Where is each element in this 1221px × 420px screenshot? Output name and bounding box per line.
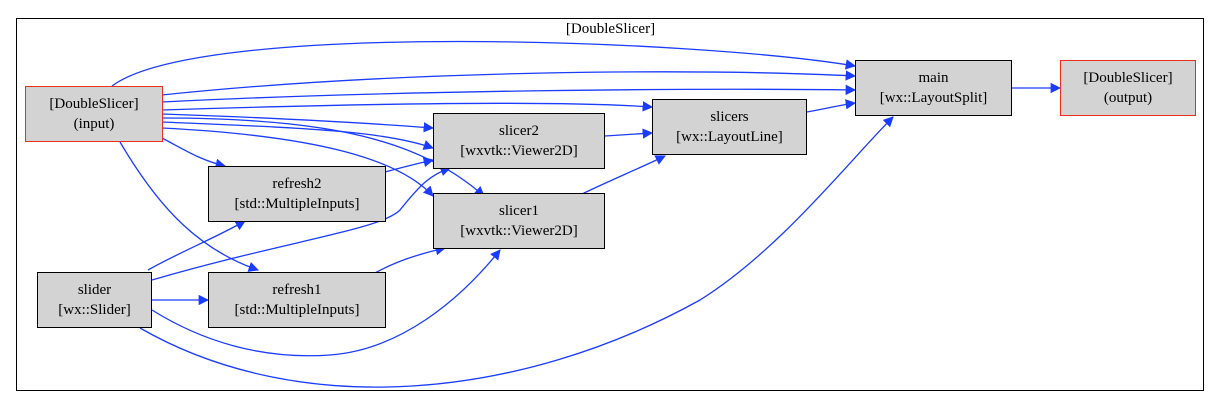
edge-input-refresh1 bbox=[119, 141, 259, 272]
edge-input-slicers bbox=[161, 101, 654, 112]
edge-slider-slicer1 bbox=[151, 249, 501, 357]
edge-slider-main bbox=[139, 116, 894, 388]
node-slicers-type: [wx::LayoutLine] bbox=[676, 129, 783, 145]
node-input-name: [DoubleSlicer] bbox=[49, 96, 139, 112]
node-output-type: (output) bbox=[1103, 90, 1153, 106]
node-slicer1-type: [wxvtk::Viewer2D] bbox=[460, 223, 578, 239]
node-input[interactable]: [DoubleSlicer] (input) bbox=[25, 86, 163, 142]
node-main-type: [wx::LayoutSplit] bbox=[879, 90, 988, 106]
node-slicer2-type: [wxvtk::Viewer2D] bbox=[460, 143, 578, 159]
node-slicers[interactable]: slicers [wx::LayoutLine] bbox=[652, 99, 807, 155]
node-slider[interactable]: slider [wx::Slider] bbox=[37, 272, 152, 328]
edge-input-slicer2-2 bbox=[161, 121, 434, 150]
edge-input-main-2 bbox=[161, 70, 857, 96]
node-slider-type: [wx::Slider] bbox=[58, 302, 131, 318]
node-input-type: (input) bbox=[73, 116, 115, 132]
edge-refresh1-slicer1 bbox=[374, 245, 447, 274]
node-slicer1-name: slicer1 bbox=[499, 203, 539, 219]
edge-input-slicer1-1 bbox=[161, 117, 485, 197]
node-refresh2-type: [std::MultipleInputs] bbox=[234, 196, 360, 212]
edge-input-main-1 bbox=[111, 40, 857, 87]
edge-input-refresh2 bbox=[161, 137, 227, 169]
edge-slicer2-slicers bbox=[604, 128, 654, 139]
edge-refresh2-slicer2 bbox=[384, 156, 435, 173]
node-refresh1-name: refresh1 bbox=[272, 282, 322, 298]
cluster-frame bbox=[16, 18, 1204, 391]
edge-slider-refresh2 bbox=[147, 220, 246, 271]
edge-slicer1-slicers bbox=[579, 155, 666, 196]
node-slider-name: slider bbox=[77, 282, 112, 298]
node-refresh2-name: refresh2 bbox=[272, 176, 322, 192]
edge-input-slicer2-1 bbox=[161, 113, 435, 133]
node-refresh2[interactable]: refresh2 [std::MultipleInputs] bbox=[208, 166, 386, 222]
edge-input-main-3 bbox=[161, 84, 857, 103]
edge-slicers-main bbox=[806, 99, 857, 113]
node-slicer2[interactable]: slicer2 [wxvtk::Viewer2D] bbox=[433, 113, 605, 169]
node-main-name: main bbox=[918, 70, 949, 86]
edge-input-slicer1-2 bbox=[161, 127, 434, 197]
node-slicers-name: slicers bbox=[710, 109, 749, 125]
node-slicer1[interactable]: slicer1 [wxvtk::Viewer2D] bbox=[433, 193, 605, 249]
node-refresh1[interactable]: refresh1 [std::MultipleInputs] bbox=[208, 272, 386, 328]
node-refresh1-type: [std::MultipleInputs] bbox=[234, 302, 360, 318]
node-output[interactable]: [DoubleSlicer] (output) bbox=[1060, 60, 1196, 116]
node-slicer2-name: slicer2 bbox=[499, 123, 539, 139]
node-main[interactable]: main [wx::LayoutSplit] bbox=[855, 60, 1012, 116]
cluster-label: [DoubleSlicer] bbox=[565, 21, 656, 37]
node-output-name: [DoubleSlicer] bbox=[1083, 70, 1173, 86]
